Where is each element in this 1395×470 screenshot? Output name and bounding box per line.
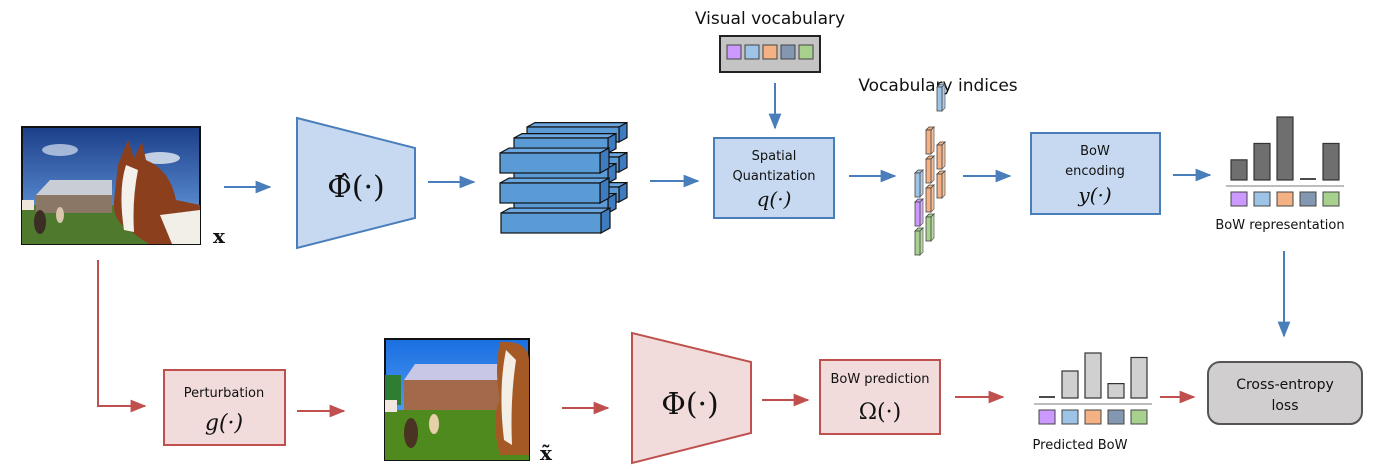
bow-representation-word-swatch-slate <box>1299 191 1317 207</box>
bow-encoding-label-1: BoW <box>1080 144 1110 159</box>
pretrained-encoder-trapezoid <box>296 116 416 250</box>
predicted-bow-bar-blue <box>1061 370 1079 399</box>
predicted-bow-word-swatch-blue <box>1061 409 1079 425</box>
convnet-trapezoid <box>631 331 752 465</box>
perturbed-x-label: x̃ <box>540 441 553 465</box>
cross-entropy-loss-box <box>1207 361 1363 425</box>
perturbed-image <box>384 338 530 461</box>
spatial-quantization-label-1: Spatial <box>752 149 797 164</box>
bow-representation-word-swatch-orange <box>1276 191 1294 207</box>
perturbation-fn: g(·) <box>205 411 243 436</box>
bow-encoding-label-2: encoding <box>1065 164 1125 179</box>
index-tile-green <box>925 213 935 242</box>
index-tile-green <box>914 227 924 256</box>
bow-representation-bar-purple <box>1230 159 1248 181</box>
spatial-quantization-label-2: Quantization <box>732 169 815 184</box>
vocab-word-swatch-green <box>798 44 814 60</box>
input-x-label: x <box>213 224 226 248</box>
index-tile-blue <box>914 169 924 198</box>
bow-representation-bar-green <box>1322 142 1340 181</box>
index-tile-orange <box>925 126 935 155</box>
vocab-word-swatch-orange <box>762 44 778 60</box>
bow-representation-histogram <box>1226 116 1344 207</box>
predicted-bow-bar-green <box>1130 356 1148 399</box>
visual-vocabulary-swatches <box>726 44 814 60</box>
bow-prediction-label: BoW prediction <box>830 372 929 387</box>
feature-block <box>500 207 611 235</box>
vocab-word-swatch-blue <box>744 44 760 60</box>
index-tile-orange <box>925 184 935 213</box>
feature-block <box>499 177 610 205</box>
bow-representation-bar-blue <box>1253 142 1271 181</box>
spatial-quantization-fn: q(·) <box>757 187 792 211</box>
bow-prediction-box <box>819 359 941 435</box>
feature-block <box>499 147 610 175</box>
bow-representation-label: BoW representation <box>1215 218 1344 233</box>
bow-encoding-fn: y(·) <box>1077 183 1111 207</box>
spatial-quantization-box <box>713 137 835 219</box>
predicted-bow-bar-slate <box>1107 383 1125 399</box>
bow-prediction-fn: Ω(·) <box>859 400 901 425</box>
vocabulary-indices-grid <box>914 83 946 256</box>
phi-hat-label: Φ̂(·) <box>327 170 385 205</box>
perturbation-box <box>163 369 286 446</box>
bow-representation-word-swatch-blue <box>1253 191 1271 207</box>
predicted-bow-label: Predicted BoW <box>1033 438 1128 453</box>
index-tile-orange <box>925 155 935 184</box>
bow-representation-bar-orange <box>1276 116 1294 181</box>
arrow-input-to-perturbation <box>97 260 147 413</box>
bow-representation-word-swatch-green <box>1322 191 1340 207</box>
predicted-bow-word-swatch-slate <box>1107 409 1125 425</box>
predicted-bow-word-swatch-purple <box>1038 409 1056 425</box>
input-image <box>21 126 201 245</box>
vocab-word-swatch-purple <box>726 44 742 60</box>
bow-encoding-box <box>1030 132 1161 215</box>
predicted-bow-histogram <box>1034 352 1152 425</box>
predicted-bow-bar-orange <box>1084 352 1102 399</box>
index-tile-blue <box>936 83 946 112</box>
phi-label: Φ(·) <box>661 387 719 422</box>
index-tile-orange <box>936 170 946 199</box>
feature-map-blocks <box>499 121 628 235</box>
index-tile-orange <box>936 141 946 170</box>
perturbation-label: Perturbation <box>184 386 265 401</box>
vocab-word-swatch-slate <box>780 44 796 60</box>
index-tile-purple <box>914 198 924 227</box>
cross-entropy-label-1: Cross-entropy <box>1236 377 1334 393</box>
predicted-bow-word-swatch-orange <box>1084 409 1102 425</box>
predicted-bow-word-swatch-green <box>1130 409 1148 425</box>
bow-representation-word-swatch-purple <box>1230 191 1248 207</box>
visual-vocabulary-title: Visual vocabulary <box>695 9 845 29</box>
cross-entropy-label-2: loss <box>1271 398 1298 414</box>
